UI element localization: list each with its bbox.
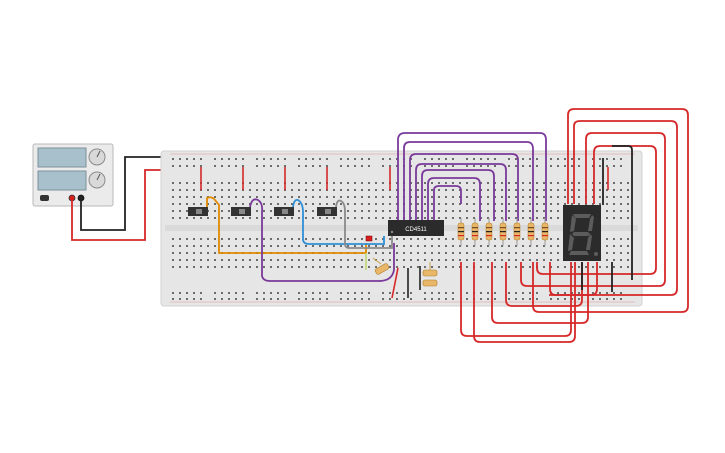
chip-label: CD4511 bbox=[405, 227, 427, 233]
display-ground-wires bbox=[581, 145, 633, 292]
chip-output-wires bbox=[397, 132, 547, 221]
display-segments bbox=[568, 214, 598, 256]
slide-switch-4[interactable] bbox=[317, 207, 337, 216]
rail-tap-wires bbox=[200, 167, 609, 190]
switch-1-wire[interactable] bbox=[206, 196, 367, 254]
slide-switch-3[interactable] bbox=[274, 207, 294, 216]
segment-c bbox=[586, 234, 592, 250]
switch-2-wire[interactable] bbox=[249, 198, 395, 282]
resistor-3[interactable] bbox=[485, 218, 493, 246]
resistor-4[interactable] bbox=[499, 218, 507, 246]
segment-d bbox=[569, 251, 589, 255]
switch-4-wire[interactable] bbox=[335, 199, 393, 249]
supply-positive-wire[interactable] bbox=[71, 169, 188, 241]
resistor-bank bbox=[457, 218, 549, 246]
slide-switch-2[interactable] bbox=[231, 207, 251, 216]
segment-dp bbox=[594, 252, 598, 256]
capacitor[interactable] bbox=[372, 257, 390, 275]
switch-3-wire[interactable] bbox=[292, 198, 385, 245]
display-wires bbox=[460, 108, 689, 343]
power-button[interactable] bbox=[40, 195, 49, 201]
seven-segment-display[interactable] bbox=[563, 205, 601, 261]
power-supply-display-bottom bbox=[37, 170, 87, 191]
resistor-5[interactable] bbox=[513, 218, 521, 246]
segment-e bbox=[568, 234, 574, 251]
resistor-6[interactable] bbox=[527, 218, 535, 246]
resistor-2[interactable] bbox=[471, 218, 479, 246]
segment-g bbox=[572, 232, 590, 236]
chip-power-wire bbox=[391, 267, 399, 299]
power-supply[interactable] bbox=[32, 143, 114, 207]
slide-switch-1[interactable] bbox=[188, 207, 208, 216]
segment-a bbox=[573, 214, 591, 218]
ic-cd4511[interactable]: CD4511 bbox=[388, 220, 444, 236]
resistor-1[interactable] bbox=[457, 218, 465, 246]
power-supply-display-top bbox=[37, 147, 87, 168]
segment-b bbox=[588, 215, 594, 231]
led[interactable] bbox=[365, 235, 373, 242]
segment-f bbox=[570, 215, 576, 232]
capacitor-2[interactable] bbox=[422, 262, 438, 287]
resistor-7[interactable] bbox=[541, 218, 549, 246]
supply-negative-wire[interactable] bbox=[80, 156, 188, 231]
